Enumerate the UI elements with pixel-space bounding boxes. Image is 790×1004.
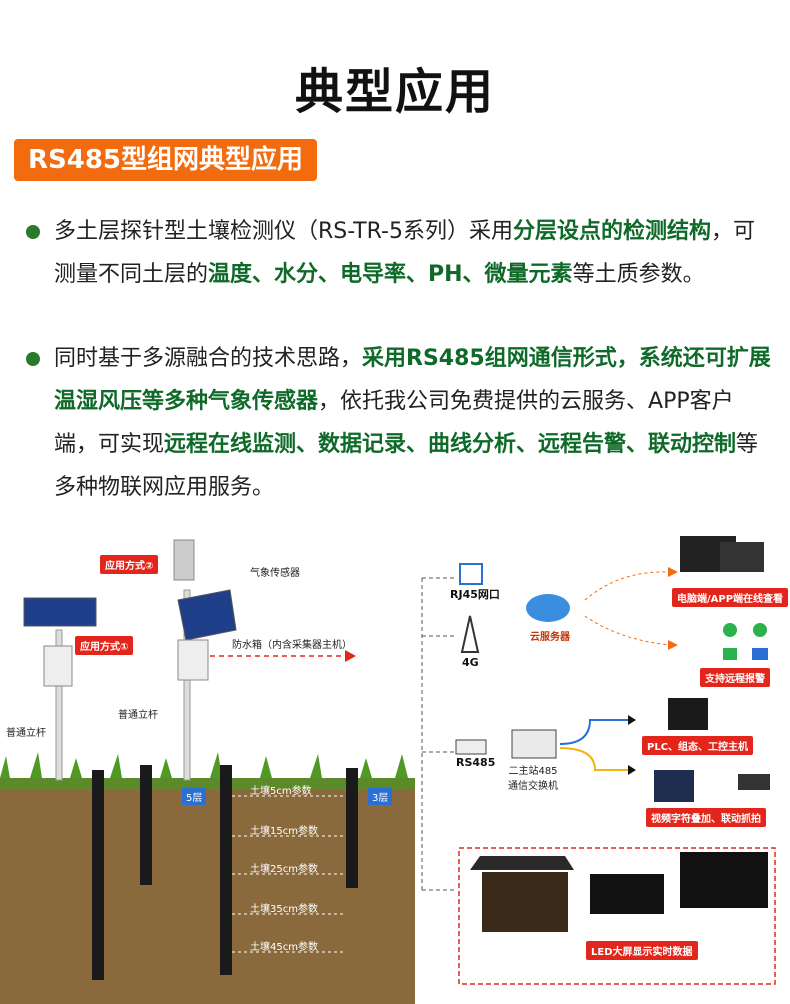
alarm-tag: 支持远程报警 — [700, 668, 770, 687]
layers3-badge: 3层 — [368, 788, 393, 805]
serial-port-icon — [455, 739, 487, 755]
led-tag: LED大屏显示实时数据 — [586, 941, 698, 960]
highlight-segment: 采用RS485组网通信形式，系统还可扩展温湿风压等多种气象传感器 — [54, 346, 771, 414]
plc-tag: PLC、组态、工控主机 — [642, 736, 754, 755]
wechat-icon — [723, 623, 737, 637]
antenna-icon — [460, 615, 480, 653]
weather-sensor-label: 气象传感器 — [250, 568, 300, 579]
bullet-dot-icon — [26, 225, 40, 239]
depth-label: 土壤35cm参数 — [250, 904, 318, 915]
bullet-dot-icon — [26, 352, 40, 366]
bullet-item: 同时基于多源融合的技术思路，采用RS485组网通信形式，系统还可扩展温湿风压等多… — [26, 337, 771, 509]
box-label: 防水箱（内含采集器主机） — [232, 640, 352, 651]
pole-mid-label: 普通立杆 — [118, 710, 158, 721]
highlight-segment: 远程在线监测、数据记录、曲线分析、远程告警、联动控制 — [164, 432, 737, 457]
text-segment: 同时基于多源融合的技术思路， — [54, 346, 363, 371]
layers5-badge: 5层 — [182, 788, 207, 805]
rs485-label: RS485 — [456, 756, 496, 769]
text-segment: ，依托我公司免费提供的云服务、APP客户端，可实现 — [54, 389, 734, 457]
video-tag: 视频字符叠加、联动抓拍 — [646, 808, 766, 827]
rj45-icon — [459, 563, 483, 585]
led-frame — [458, 847, 776, 985]
monitor-icon — [720, 542, 764, 572]
mode2-tag: 应用方式② — [100, 555, 159, 574]
camera-icon — [738, 774, 770, 790]
text-segment: 等多种物联网应用服务。 — [54, 432, 759, 500]
led-board-icon — [680, 852, 768, 908]
bullet-text: 多土层探针型土壤检测仪（RS-TR-5系列）采用分层设点的检测结构，可测量不同土… — [26, 210, 771, 296]
led-board-icon — [590, 874, 664, 914]
text-segment: ，可测量不同土层的 — [54, 219, 755, 287]
pole-mid-icon — [183, 589, 191, 781]
diagram-graphics — [0, 536, 776, 1004]
mail-icon — [752, 648, 768, 660]
text-segment: 等土质参数。 — [572, 262, 705, 287]
message-icon — [723, 648, 737, 660]
depth-label: 土壤15cm参数 — [250, 826, 318, 837]
highlight-segment: 温度、水分、电导率、PH、微量元素 — [208, 262, 573, 287]
pc-app-tag: 电脑端/APP端在线查看 — [672, 588, 789, 607]
soil-area — [0, 778, 415, 1004]
bullet-text: 同时基于多源融合的技术思路，采用RS485组网通信形式，系统还可扩展温湿风压等多… — [26, 337, 771, 509]
mode1-tag: 应用方式① — [75, 636, 134, 655]
grass-icon — [0, 752, 408, 778]
depth-label: 土壤45cm参数 — [250, 942, 318, 953]
box-icon — [43, 645, 73, 687]
soil-probe-icon — [92, 765, 358, 980]
video-screen-icon — [654, 770, 694, 802]
depth-label: 土壤25cm参数 — [250, 864, 318, 875]
solar-panel-icon — [23, 597, 97, 627]
application-diagram: 应用方式② 应用方式① 气象传感器 防水箱（内含采集器主机） 普通立杆 普通立杆… — [0, 520, 790, 1004]
pole-left-icon — [55, 629, 63, 781]
cloud-icon — [526, 594, 570, 622]
section-subtitle: RS485型组网典型应用 — [14, 139, 318, 181]
kiosk-roof-icon — [470, 856, 574, 870]
highlight-segment: 分层设点的检测结构 — [512, 219, 711, 244]
solar-panel-icon — [177, 589, 237, 641]
led-board-icon — [482, 872, 568, 932]
cloud-label: 云服务器 — [530, 632, 570, 643]
bullet-item: 多土层探针型土壤检测仪（RS-TR-5系列）采用分层设点的检测结构，可测量不同土… — [26, 210, 771, 296]
4g-label: 4G — [462, 656, 479, 669]
box-icon — [177, 639, 209, 681]
depth-label: 土壤5cm参数 — [250, 786, 312, 797]
page-title: 典型应用 — [294, 64, 495, 120]
pole-left-label: 普通立杆 — [6, 728, 46, 739]
switch-icon — [511, 729, 557, 759]
switch-label: 二主站485 通信交换机 — [508, 766, 558, 792]
chat-icon — [753, 623, 767, 637]
rj45-label: RJ45网口 — [450, 588, 500, 601]
plc-monitor-icon — [668, 698, 708, 730]
text-segment: 多土层探针型土壤检测仪（RS-TR-5系列）采用 — [54, 219, 513, 244]
weather-sensor-icon — [173, 539, 195, 581]
